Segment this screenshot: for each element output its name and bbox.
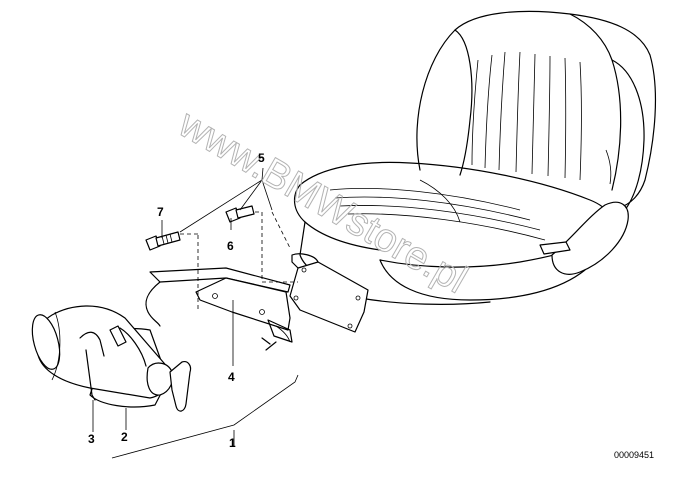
callout-5: 5 — [258, 151, 265, 165]
callout-1: 1 — [229, 436, 236, 450]
seat-illustration — [294, 10, 657, 305]
screw-6-illustration — [225, 205, 255, 223]
callout-3: 3 — [88, 432, 95, 446]
bracket-illustration — [145, 267, 293, 351]
callout-2: 2 — [121, 430, 128, 444]
callout-7: 7 — [157, 205, 164, 219]
callout-6: 6 — [227, 239, 234, 253]
screw-7-illustration — [145, 231, 181, 251]
callout-4: 4 — [228, 370, 235, 384]
mounting-plate-illustration — [289, 253, 369, 333]
drawing-number: 00009451 — [614, 450, 654, 460]
fire-extinguisher-illustration — [31, 305, 192, 412]
leader-lines — [92, 167, 299, 459]
